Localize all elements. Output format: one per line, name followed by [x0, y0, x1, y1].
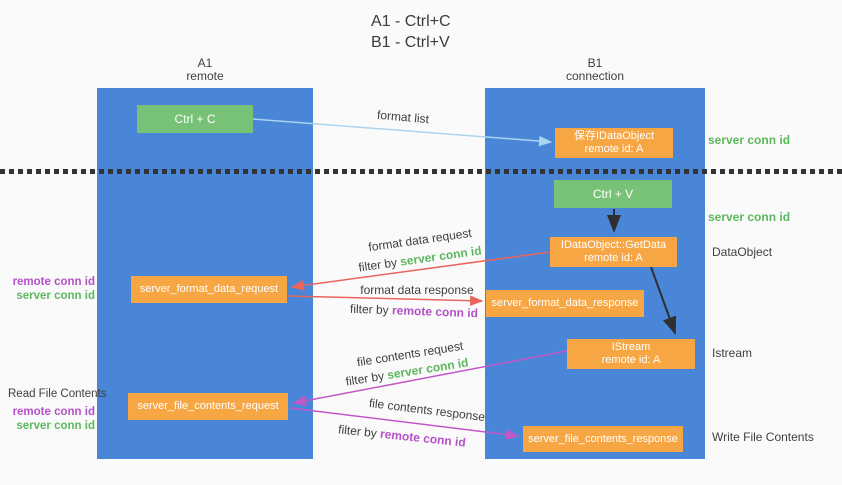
- format-data-response-arrow: [287, 295, 484, 306]
- getdata-line1: IDataObject::GetData: [560, 239, 667, 251]
- server-file-contents-request-label: server_file_contents_request: [137, 400, 279, 412]
- lifeline-b1-name: B1: [587, 56, 603, 70]
- write-file-contents-label: Write File Contents: [712, 430, 814, 444]
- lifeline-a1-role: remote: [186, 69, 224, 83]
- lifeline-b1-role: connection: [565, 69, 625, 83]
- ctrl-v-node: Ctrl + V: [554, 180, 672, 208]
- save-idataobject-node: 保存IDataObject remote id: A: [555, 128, 673, 158]
- lifeline-a1-name: A1: [197, 56, 213, 70]
- diagram-title: A1 - Ctrl+C B1 - Ctrl+V: [371, 11, 451, 53]
- istream-line2: remote id: A: [601, 354, 661, 366]
- server-format-data-response-node: server_format_data_response: [486, 290, 644, 317]
- server-file-contents-request-node: server_file_contents_request: [128, 393, 288, 420]
- format-data-request-arrow: [290, 251, 551, 291]
- getdata-line2: remote id: A: [584, 252, 643, 264]
- ctrl-c-node: Ctrl + C: [137, 105, 253, 133]
- server-format-data-request-label: server_format_data_request: [139, 283, 279, 295]
- machine-boundary-dotted-line: [0, 169, 842, 174]
- read-file-contents-label: Read File Contents: [8, 388, 107, 400]
- ctrl-c-label: Ctrl + C: [174, 112, 216, 126]
- server-conn-id-bottom-left: server conn id: [16, 419, 95, 432]
- remote-conn-id-mid: remote conn id: [12, 276, 95, 288]
- conn-id-block-bottom: remote conn id server conn id: [10, 406, 95, 433]
- filter-by-text-2: filter by: [349, 301, 389, 318]
- server-conn-id-label-top: server conn id: [708, 133, 791, 147]
- istream-side-label: Istream: [712, 346, 753, 360]
- getdata-to-istream-arrow: [650, 266, 677, 335]
- dataobject-label: DataObject: [712, 245, 773, 259]
- title-line-2: B1 - Ctrl+V: [371, 34, 450, 51]
- save-idataobject-line2: remote id: A: [584, 143, 644, 155]
- lifeline-a1-header: A1 remote: [97, 57, 313, 83]
- server-file-contents-response-label: server_file_contents_response: [528, 432, 678, 445]
- conn-id-block-mid: remote conn id server conn id: [10, 276, 95, 303]
- save-idataobject-line1: 保存IDataObject: [573, 130, 655, 142]
- remote-conn-id-inline-1: remote conn id: [391, 303, 479, 321]
- istream-line1: IStream: [611, 341, 651, 353]
- format-data-response-annotation: format data response: [360, 283, 474, 297]
- server-conn-id-label-mid: server conn id: [708, 210, 791, 224]
- server-format-data-request-node: server_format_data_request: [131, 276, 287, 303]
- format-list-arrow: [252, 118, 553, 147]
- file-contents-request-arrow: [292, 350, 568, 406]
- file-contents-response-arrow: [289, 407, 520, 440]
- title-line-1: A1 - Ctrl+C: [371, 13, 451, 30]
- ctrl-v-label: Ctrl + V: [592, 187, 634, 201]
- lifeline-b1-header: B1 connection: [485, 57, 705, 83]
- server-conn-id-mid-left: server conn id: [16, 289, 95, 302]
- getdata-node: IDataObject::GetData remote id: A: [550, 237, 677, 267]
- server-file-contents-response-node: server_file_contents_response: [523, 426, 683, 452]
- remote-conn-id-bottom: remote conn id: [12, 406, 95, 418]
- server-format-data-response-label: server_format_data_response: [491, 297, 639, 309]
- istream-node: IStream remote id: A: [567, 339, 695, 369]
